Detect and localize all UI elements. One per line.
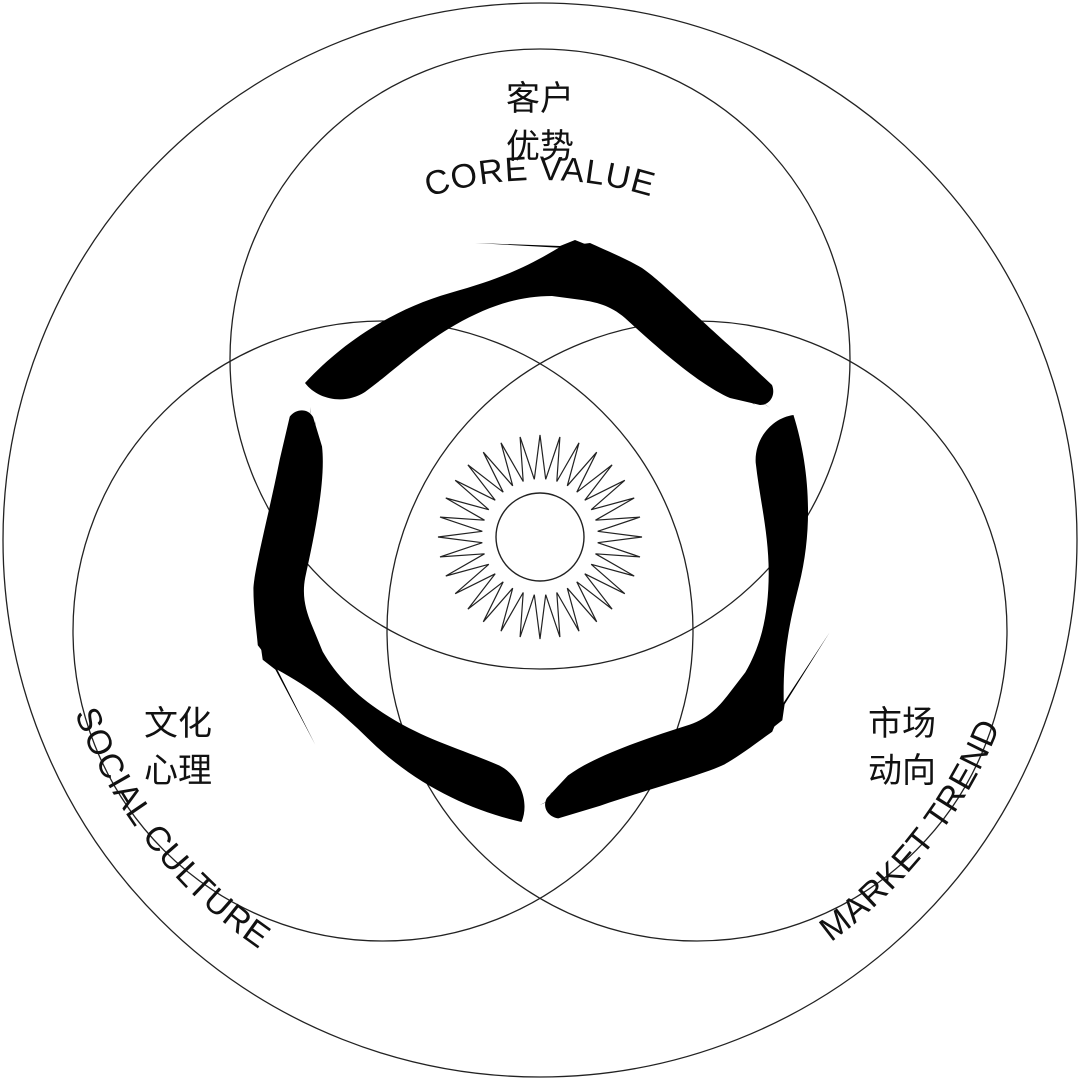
sun-rays — [437, 434, 643, 640]
sun-core — [495, 492, 585, 582]
label-cultural-psychology-line1: 文化 — [144, 704, 212, 744]
outer-label-right: MARKET TREND — [813, 713, 1008, 948]
label-customer-advantage-line2: 优势 — [506, 127, 574, 167]
hand-right — [537, 402, 918, 893]
hand-top — [305, 240, 774, 408]
label-market-trend-line1: 市场 — [868, 704, 936, 744]
hands-icon — [163, 240, 918, 894]
cultural-psychology-circle — [72, 320, 694, 942]
customer-advantage-circle — [229, 48, 851, 670]
label-cultural-psychology-line2: 心理 — [144, 751, 212, 791]
sun-icon — [437, 434, 643, 640]
label-customer-advantage-line1: 客户 — [506, 79, 574, 119]
label-market-trend-line2: 动向 — [868, 751, 936, 791]
hand-left — [163, 403, 544, 894]
